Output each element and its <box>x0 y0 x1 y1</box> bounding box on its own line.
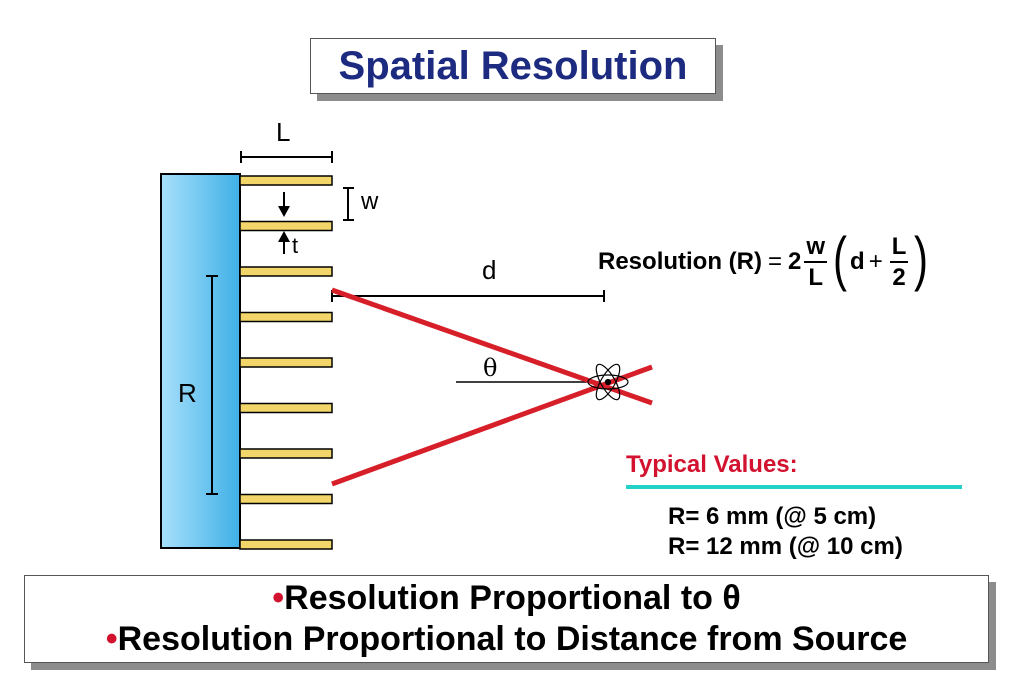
open-paren: ( <box>833 225 848 292</box>
distance-dimension <box>331 290 605 302</box>
typical-values-heading: Typical Values: <box>626 451 798 478</box>
label-L: L <box>276 117 291 147</box>
septum <box>239 220 333 232</box>
summary-text-1: Resolution Proportional to θ <box>284 579 741 618</box>
septum <box>239 539 333 550</box>
formula-coefficient: 2 <box>788 248 802 275</box>
label-R: R <box>178 378 197 408</box>
fraction-L-over-2: L 2 <box>889 234 909 291</box>
label-d: d <box>482 255 497 285</box>
summary-text-2: Resolution Proportional to Distance from… <box>117 620 908 658</box>
septum <box>239 175 333 186</box>
bullet-icon: • <box>272 579 285 618</box>
formula-plus: + <box>868 248 883 275</box>
septum <box>239 493 333 505</box>
formula-equals: = <box>767 248 782 275</box>
typical-values-underline <box>626 485 962 489</box>
fraction-denominator: L <box>808 263 824 291</box>
septum <box>239 311 333 323</box>
resolution-dimension <box>206 275 218 495</box>
arrow-up-icon <box>278 231 290 242</box>
label-theta: θ <box>483 354 498 382</box>
formula-term-d: d <box>850 248 865 275</box>
acceptance-rays <box>331 287 653 487</box>
collimator-septa <box>239 175 333 550</box>
summary-bullet-2: •Resolution Proportional to Distance fro… <box>106 619 908 660</box>
page-title: Spatial Resolution <box>310 38 716 94</box>
typical-value-1: R= 6 mm (@ 5 cm) <box>668 503 877 530</box>
close-paren: ) <box>914 225 929 292</box>
fraction-numerator: L <box>889 234 909 263</box>
septum <box>239 357 333 368</box>
septum <box>239 448 333 459</box>
summary-bullet-1: •Resolution Proportional to θ <box>272 578 740 619</box>
page-title-text: Spatial Resolution <box>338 43 688 88</box>
detector-crystal <box>160 173 241 549</box>
summary-box: •Resolution Proportional to θ •Resolutio… <box>24 575 989 663</box>
label-w: w <box>361 188 379 215</box>
length-dimension <box>240 151 333 163</box>
label-t: t <box>292 233 299 258</box>
typical-value-2: R= 12 mm (@ 10 cm) <box>668 533 903 560</box>
fraction-w-over-L: w L <box>804 234 828 291</box>
fraction-numerator: w <box>804 234 828 263</box>
atom-icon <box>587 363 629 401</box>
width-bracket <box>343 187 354 221</box>
resolution-formula: Resolution (R) = 2 w L ( d + L 2 ) <box>598 224 931 300</box>
fraction-denominator: 2 <box>892 263 906 291</box>
bullet-icon: • <box>105 620 118 658</box>
formula-lhs: Resolution (R) <box>598 248 762 275</box>
septum <box>239 402 333 414</box>
septum <box>239 266 333 277</box>
arrow-down-icon <box>278 206 290 217</box>
